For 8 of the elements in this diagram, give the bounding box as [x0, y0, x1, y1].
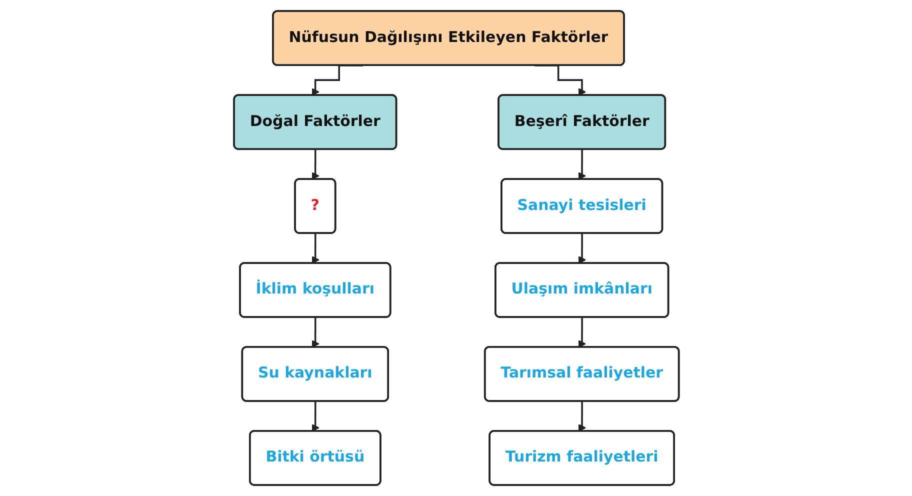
arrow	[578, 232, 586, 264]
arrow	[578, 400, 586, 432]
arrow	[311, 232, 319, 264]
arrow	[578, 316, 586, 348]
arrow	[578, 148, 586, 180]
arrow	[311, 400, 319, 432]
arrow	[311, 148, 319, 180]
arrow	[311, 316, 319, 348]
